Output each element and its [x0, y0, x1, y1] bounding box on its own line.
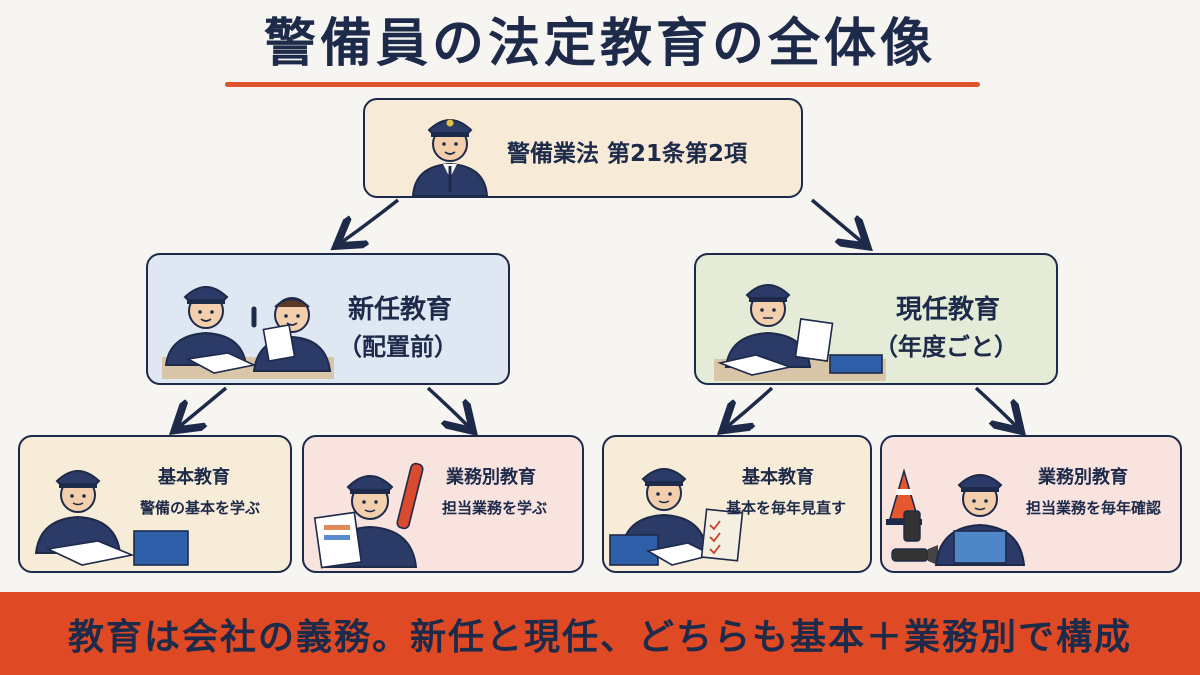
- guard-checklist-icon: [609, 468, 744, 566]
- guard-icon: [411, 119, 489, 196]
- leaf-current-duty-title: 業務別教育: [1038, 467, 1128, 488]
- arrow-new-to-basic: [180, 386, 228, 426]
- page-title: 警備員の法定教育の全体像: [263, 14, 936, 74]
- leaf-current-duty-sub: 担当業務を毎年確認: [1026, 499, 1162, 517]
- arrow-law-to-current: [810, 198, 862, 242]
- leaf-new-duty: 業務別教育 担当業務を学ぶ: [302, 435, 584, 573]
- leaf-new-duty-sub: 担当業務を学ぶ: [442, 499, 548, 517]
- arrow-new-to-duty: [426, 386, 468, 426]
- new-training-title: 新任教育: [348, 295, 453, 325]
- current-training-box: 現任教育 （年度ごと）: [694, 253, 1058, 385]
- current-training-sub: （年度ごと）: [874, 333, 1018, 361]
- law-box: 警備業法 第21条第2項: [363, 98, 803, 198]
- arrow-current-to-duty: [974, 386, 1016, 426]
- leaf-new-basic-title: 基本教育: [158, 467, 230, 488]
- arrow-current-to-basic: [728, 386, 774, 426]
- law-label: 警備業法 第21条第2項: [507, 141, 748, 167]
- leaf-new-duty-title: 業務別教育: [446, 467, 536, 488]
- current-training-title: 現任教育: [896, 295, 1001, 325]
- leaf-new-basic: 基本教育 警備の基本を学ぶ: [18, 435, 292, 573]
- guard-writing-icon: [34, 470, 189, 566]
- summary-banner: 教育は会社の義務。新任と現任、どちらも基本＋業務別で構成: [0, 592, 1200, 675]
- leaf-current-basic-title: 基本教育: [742, 467, 814, 488]
- leaf-new-basic-sub: 警備の基本を学ぶ: [140, 499, 261, 517]
- arrow-law-to-new: [342, 198, 400, 242]
- summary-banner-text: 教育は会社の義務。新任と現任、どちらも基本＋業務別で構成: [67, 617, 1132, 658]
- leaf-current-duty: 業務別教育 担当業務を毎年確認: [880, 435, 1182, 573]
- leaf-current-basic: 基本教育 基本を毎年見直す: [602, 435, 872, 573]
- new-training-box: 新任教育 （配置前）: [146, 253, 510, 385]
- title-underline: [225, 82, 980, 87]
- leaf-current-basic-sub: 基本を毎年見直す: [726, 499, 847, 517]
- guards-studying-icon: [162, 286, 334, 379]
- guard-reading-icon: [714, 284, 886, 381]
- new-training-sub: （配置前）: [338, 333, 458, 361]
- guard-equipment-icon: [886, 468, 1026, 566]
- guard-baton-icon: [313, 462, 424, 569]
